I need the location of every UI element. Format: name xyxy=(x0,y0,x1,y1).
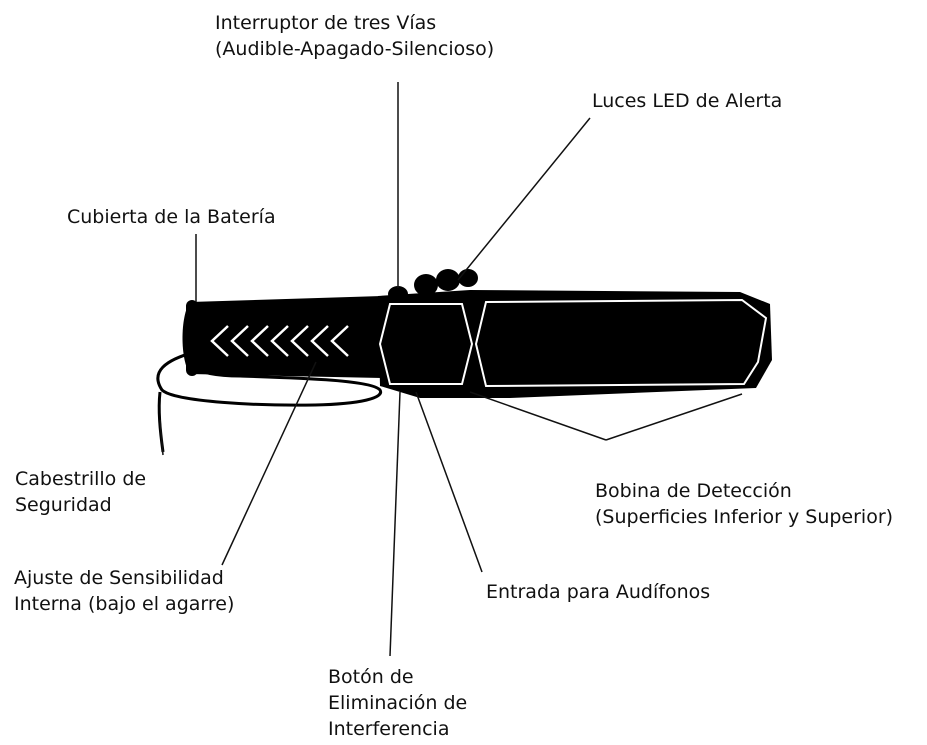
label-led-lights-line1: Luces LED de Alerta xyxy=(592,90,783,112)
coil-panel-outline xyxy=(474,298,768,388)
detector-body xyxy=(378,290,772,398)
label-interference-button-line3: Interferencia xyxy=(328,718,450,740)
front-panel-outline xyxy=(378,303,474,385)
label-three-way-switch: Interruptor de tres Vías (Audible-Apagad… xyxy=(215,10,494,62)
label-sensitivity-adjust-line2: Interna (bajo el agarre) xyxy=(14,593,235,615)
label-battery-cover: Cubierta de la Batería xyxy=(67,204,276,230)
label-interference-button-line1: Botón de xyxy=(328,666,414,688)
label-interference-button-line2: Eliminación de xyxy=(328,692,468,714)
label-sensitivity-adjust: Ajuste de Sensibilidad Interna (bajo el … xyxy=(14,565,234,617)
label-detection-coil-line2: (Superficies Inferior y Superior) xyxy=(595,506,894,528)
label-safety-strap-line1: Cabestrillo de xyxy=(15,468,147,490)
grip-chevrons xyxy=(210,325,349,357)
label-headphone-jack: Entrada para Audífonos xyxy=(486,579,710,605)
label-headphone-jack-line1: Entrada para Audífonos xyxy=(486,581,711,603)
label-detection-coil: Bobina de Detección (Superficies Inferio… xyxy=(595,478,893,530)
label-led-lights: Luces LED de Alerta xyxy=(592,88,782,114)
label-detection-coil-line1: Bobina de Detección xyxy=(595,480,792,502)
label-three-way-switch-line1: Interruptor de tres Vías xyxy=(215,12,437,34)
detector-handle xyxy=(182,296,384,378)
label-battery-cover-line1: Cubierta de la Batería xyxy=(67,206,276,228)
leader-lines xyxy=(159,82,743,657)
label-safety-strap-line2: Seguridad xyxy=(15,494,112,516)
label-safety-strap: Cabestrillo de Seguridad xyxy=(15,466,146,518)
label-three-way-switch-line2: (Audible-Apagado-Silencioso) xyxy=(215,38,495,60)
label-interference-button: Botón de Eliminación de Interferencia xyxy=(328,664,467,742)
label-sensitivity-adjust-line1: Ajuste de Sensibilidad xyxy=(14,567,224,589)
